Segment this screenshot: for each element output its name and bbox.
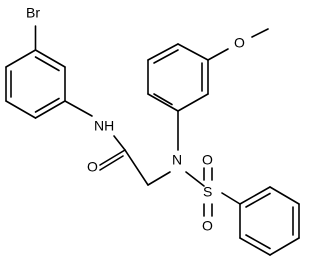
carbonyl-ch2-bond (124, 149, 149, 186)
atom-nh: NH (94, 118, 114, 134)
ch2-n-bond (147, 171, 171, 186)
methoxyphenyl-ring (147, 43, 209, 112)
omethoxy-ch3-bond (251, 28, 269, 38)
atom-o-carbonyl: O (87, 159, 98, 175)
atom-s: S (203, 184, 212, 200)
atom-br: Br (26, 5, 40, 21)
ring-nh-bond (64, 100, 93, 117)
bromophenyl-ring (5, 49, 66, 119)
atom-o-sulfonyl-bottom: O (202, 218, 213, 234)
s-phenyl-bond (221, 192, 241, 205)
phenyl-ring (239, 186, 300, 256)
carbonyl-bond-2 (99, 155, 124, 171)
ring-omethoxy-bond (207, 48, 229, 61)
atom-n: N (172, 152, 182, 168)
nh-carbonyl-bond (113, 135, 126, 151)
atom-o-methoxy: O (234, 35, 245, 51)
carbonyl-bond-1 (99, 149, 126, 166)
atom-o-sulfonyl-top: O (202, 152, 213, 168)
n-s-bond (185, 171, 205, 187)
